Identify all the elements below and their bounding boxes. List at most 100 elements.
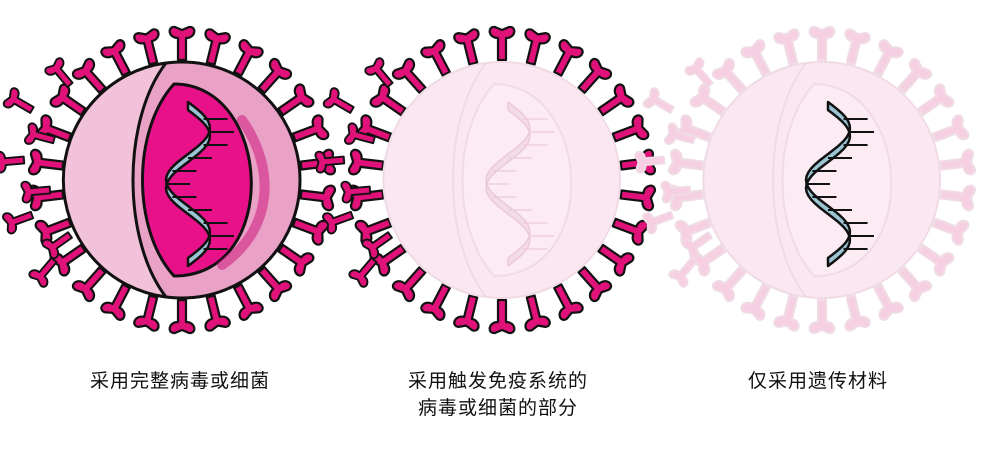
spike-protein: [420, 283, 451, 321]
spike-protein: [348, 256, 378, 288]
spike-protein: [2, 210, 35, 235]
spike-protein: [391, 266, 427, 303]
spike-protein: [322, 210, 355, 235]
virus-shell-cutaway: [702, 62, 807, 298]
spike-protein: [524, 294, 551, 332]
spike-protein: [740, 39, 771, 77]
spike-protein: [168, 298, 196, 335]
spike-protein: [931, 217, 970, 246]
spike-protein: [369, 83, 407, 117]
spike-protein: [524, 28, 551, 66]
spike-protein: [44, 57, 74, 89]
spike-protein: [348, 148, 385, 176]
spike-protein: [711, 57, 747, 94]
spike-protein: [668, 256, 698, 288]
spike-protein: [844, 294, 871, 332]
spike-protein: [24, 122, 56, 145]
spike-protein: [133, 294, 160, 332]
whole-pathogen-illustration: [0, 25, 336, 335]
core-shading: [217, 115, 270, 270]
spike-protein: [681, 231, 713, 260]
spike-protein: [340, 180, 372, 204]
spike-protein: [917, 243, 955, 277]
spike-protein: [684, 57, 714, 89]
spike-protein: [291, 114, 330, 143]
caption-line: 采用完整病毒或细菌: [89, 370, 270, 392]
spike-protein: [939, 184, 976, 212]
spike-protein: [577, 57, 613, 94]
spike-protein: [314, 150, 346, 174]
spike-protein: [844, 28, 871, 66]
spike-protein: [2, 87, 35, 114]
spike-protein: [100, 39, 131, 77]
caption-subunit: 采用触发免疫系统的 病毒或细菌的部分: [348, 368, 648, 422]
spike-protein: [897, 266, 933, 303]
caption-line: 仅采用遗传材料: [747, 370, 888, 392]
caption-genetic: 仅采用遗传材料: [668, 368, 968, 395]
spike-protein: [553, 39, 584, 77]
spike-protein: [20, 180, 52, 204]
spike-protein: [71, 57, 107, 94]
spike-protein: [808, 25, 836, 62]
spike-protein: [0, 150, 26, 174]
spike-protein: [488, 298, 516, 335]
spike-protein: [773, 294, 800, 332]
spike-protein: [873, 283, 904, 321]
spike-protein: [41, 231, 73, 260]
spike-protein: [611, 114, 650, 143]
spike-protein: [233, 39, 264, 77]
spike-protein: [740, 283, 771, 321]
spike-protein: [204, 294, 231, 332]
spike-protein: [364, 57, 394, 89]
spike-protein: [391, 57, 427, 94]
spike-protein: [660, 180, 692, 204]
spike-protein: [931, 114, 970, 143]
spike-protein: [642, 210, 675, 235]
genetic-material-illustration: [634, 25, 976, 335]
spike-protein: [322, 87, 355, 114]
spike-protein: [453, 294, 480, 332]
spike-protein: [299, 184, 336, 212]
spike-protein: [257, 57, 293, 94]
spike-protein: [420, 39, 451, 77]
spike-protein: [917, 83, 955, 117]
spike-protein: [873, 39, 904, 77]
spike-protein: [808, 298, 836, 335]
caption-line: 采用触发免疫系统的: [407, 370, 588, 392]
spike-protein: [553, 283, 584, 321]
spike-protein: [619, 184, 656, 212]
spike-protein: [897, 57, 933, 94]
spike-protein: [204, 28, 231, 66]
spike-protein: [100, 283, 131, 321]
caption-whole-pathogen: 采用完整病毒或细菌: [30, 368, 330, 395]
spike-protein: [28, 256, 58, 288]
spike-protein: [71, 266, 107, 303]
spike-protein: [939, 148, 976, 176]
spike-protein: [361, 231, 393, 260]
spike-protein: [133, 28, 160, 66]
virus-shell-cutaway: [382, 62, 487, 298]
spike-protein: [577, 266, 613, 303]
spike-protein: [773, 28, 800, 66]
virus-shell-cutaway: [61, 61, 168, 299]
spike-protein: [642, 87, 675, 114]
spike-protein: [168, 25, 196, 62]
subunit-illustration: [314, 25, 656, 335]
spike-protein: [668, 148, 705, 176]
spike-protein: [634, 150, 666, 174]
spike-protein: [488, 25, 516, 62]
spike-protein: [344, 122, 376, 145]
spike-protein: [597, 83, 635, 117]
spike-protein: [664, 122, 696, 145]
spike-protein: [257, 266, 293, 303]
spike-protein: [597, 243, 635, 277]
spike-protein: [49, 83, 87, 117]
spike-protein: [233, 283, 264, 321]
spike-protein: [28, 148, 65, 176]
spike-protein: [291, 217, 330, 246]
spike-protein: [611, 217, 650, 246]
spike-protein: [711, 266, 747, 303]
spike-protein: [277, 83, 315, 117]
spike-protein: [277, 243, 315, 277]
